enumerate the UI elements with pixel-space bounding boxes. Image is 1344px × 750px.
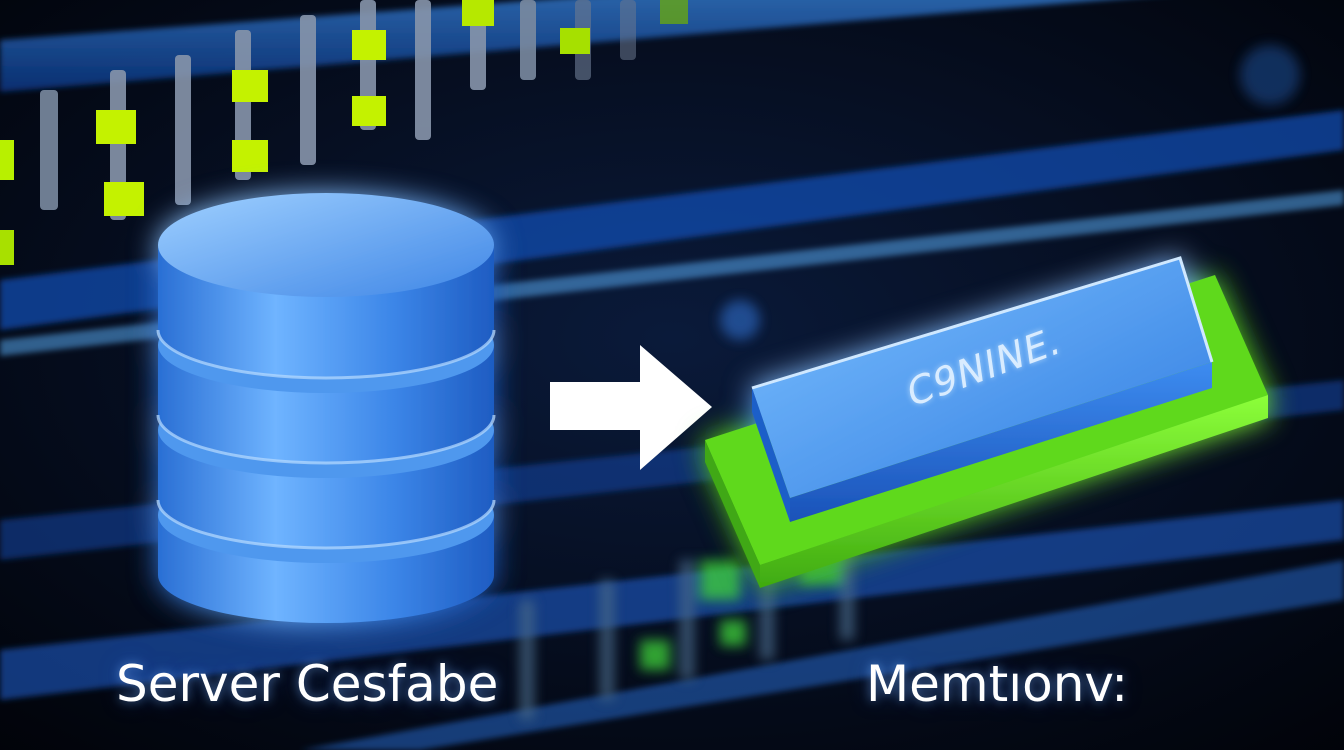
status-leds-top [0, 0, 688, 265]
rack-ports-bottom [520, 45, 1300, 720]
arrow-right-icon [550, 345, 712, 470]
server-database-label: Server Cesfabe [116, 655, 499, 713]
database-icon [156, 193, 496, 623]
memory-chip-icon [705, 256, 1268, 588]
memory-label: Memtıonv: [866, 655, 1129, 713]
